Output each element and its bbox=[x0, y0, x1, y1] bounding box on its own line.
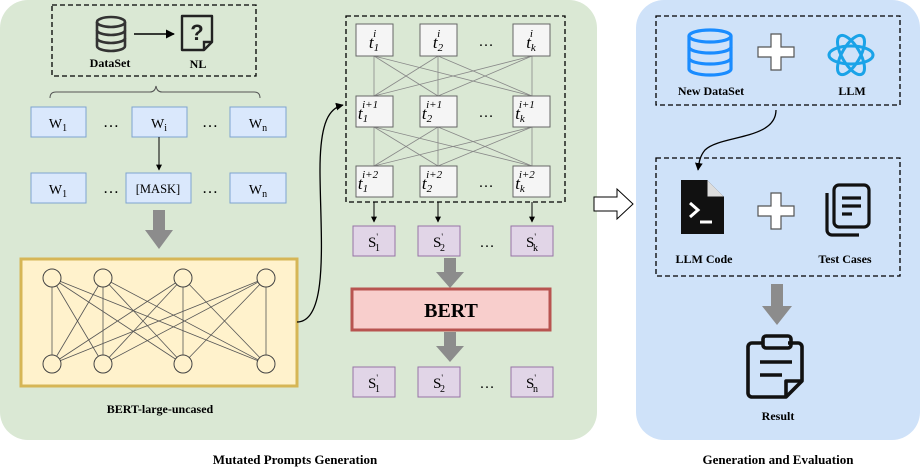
gray-arrow-down bbox=[436, 332, 464, 362]
new-dataset-label: New DataSet bbox=[678, 84, 744, 98]
clipboard-icon bbox=[746, 334, 804, 399]
ellipsis: … bbox=[202, 114, 218, 131]
code-file-icon bbox=[681, 180, 724, 234]
question-document-icon: ? bbox=[180, 14, 214, 52]
ellipsis: … bbox=[479, 175, 494, 191]
word-wi: Wi bbox=[151, 117, 167, 134]
s-prime-1: S'1 bbox=[368, 232, 380, 254]
ellipsis: … bbox=[480, 376, 495, 392]
bert-label: BERT bbox=[424, 300, 478, 322]
llm-code-label: LLM Code bbox=[676, 252, 734, 266]
curve-connector bbox=[296, 102, 344, 323]
ellipsis: … bbox=[202, 180, 218, 197]
ellipsis: … bbox=[103, 114, 119, 131]
ellipsis: … bbox=[103, 180, 119, 197]
masked-row: W1 … [MASK] … Wn bbox=[30, 172, 287, 204]
left-caption: Mutated Prompts Generation bbox=[213, 452, 378, 467]
token-edges bbox=[373, 55, 533, 167]
mask-token: [MASK] bbox=[136, 182, 180, 196]
token-grid-group bbox=[345, 15, 566, 203]
brace bbox=[49, 85, 261, 99]
s-prime-2: S'2 bbox=[433, 373, 445, 395]
plus-icon bbox=[757, 33, 795, 71]
curve-arrow bbox=[695, 109, 777, 171]
s-prime-2: S'2 bbox=[433, 232, 445, 254]
s-row-k: S'1 S'2 … S'k bbox=[352, 225, 554, 257]
test-cases-label: Test Cases bbox=[818, 252, 872, 266]
s-prime-n: S'n bbox=[526, 373, 538, 395]
bert-large-network bbox=[19, 257, 299, 388]
dataset-label: DataSet bbox=[90, 56, 131, 70]
ellipsis: … bbox=[479, 34, 494, 50]
s-prime-k: S'k bbox=[526, 232, 538, 254]
nl-label: NL bbox=[190, 57, 207, 71]
svg-text:?: ? bbox=[190, 20, 203, 45]
dataset-nl-group bbox=[51, 4, 257, 77]
bert-box bbox=[350, 287, 552, 332]
llm-icon bbox=[827, 33, 875, 77]
code-tests-group bbox=[655, 157, 901, 277]
gray-arrow-down bbox=[436, 258, 464, 288]
hollow-arrow-right bbox=[593, 187, 634, 221]
ellipsis: … bbox=[479, 105, 494, 121]
token-to-s-arrows bbox=[371, 202, 535, 223]
s-prime-1: S'1 bbox=[368, 373, 380, 395]
dataset-llm-group bbox=[655, 15, 901, 106]
model-label: BERT-large-uncased bbox=[107, 402, 214, 416]
test-cases-icon bbox=[825, 183, 871, 237]
plus-icon bbox=[757, 192, 795, 230]
network-nodes bbox=[42, 268, 276, 374]
gray-arrow-down bbox=[762, 284, 792, 325]
gray-arrow-down bbox=[145, 210, 173, 249]
word-row: W1 … Wi … Wn bbox=[30, 106, 287, 138]
ellipsis: … bbox=[480, 235, 495, 251]
llm-label: LLM bbox=[838, 84, 865, 98]
s-row-n: S'1 S'2 … S'n bbox=[352, 366, 554, 398]
right-caption: Generation and Evaluation bbox=[703, 452, 855, 467]
database-icon bbox=[95, 15, 127, 53]
token-boxes bbox=[355, 23, 551, 198]
database-icon bbox=[687, 28, 733, 77]
result-label: Result bbox=[762, 409, 795, 423]
network-edges bbox=[51, 277, 267, 365]
